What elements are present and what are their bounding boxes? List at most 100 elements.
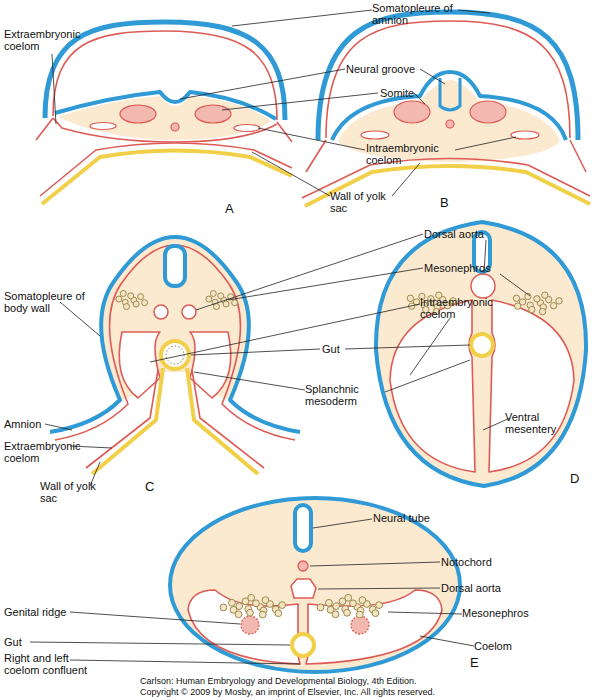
structure-label: Somatopleure of amnion — [372, 2, 462, 26]
panel-letter: E — [470, 656, 490, 670]
leader-line — [392, 163, 420, 196]
panel-letter: B — [440, 196, 460, 210]
mesonephros-cluster — [138, 294, 144, 300]
copyright-note: Copyright © 2009 by Mosby, an imprint of… — [140, 687, 590, 698]
structure-label: Mesonephros — [424, 262, 514, 274]
leader-line — [318, 588, 440, 589]
mesonephros-cluster — [116, 296, 122, 302]
panel-d-section — [471, 334, 493, 356]
panel-e-section — [298, 561, 308, 571]
mesonephros-cluster — [262, 597, 269, 604]
mesonephros-cluster — [359, 597, 366, 604]
leader-line — [500, 274, 530, 296]
mesonephros-cluster — [326, 599, 333, 606]
panel-e-section — [241, 616, 259, 634]
leader-line — [70, 660, 300, 664]
panel-c-section — [55, 245, 295, 440]
mesonephros-cluster — [344, 609, 351, 616]
leader-line — [30, 10, 530, 664]
structure-label: Somatopleure of body wall — [4, 290, 94, 314]
panel-c-section — [161, 341, 189, 369]
leader-line — [310, 562, 440, 566]
mesonephros-cluster — [253, 600, 260, 607]
mesonephros-cluster — [515, 303, 521, 309]
mesonephros-cluster — [229, 599, 236, 606]
leader-line — [150, 304, 420, 362]
mesonephros-cluster — [372, 610, 379, 617]
structure-label: Mesonephros — [462, 607, 552, 619]
mesonephros-cluster — [550, 303, 556, 309]
panel-letter: C — [145, 480, 165, 494]
leader-line — [232, 10, 372, 26]
structure-label: Ventral mesentery — [505, 411, 590, 435]
mesonephros-cluster — [142, 300, 148, 306]
structure-label: Wall of yolk sac — [40, 480, 110, 504]
structure-label: Splanchnic mesoderm — [305, 383, 390, 407]
mesonephros-cluster — [247, 609, 254, 616]
panel-e-section — [306, 590, 442, 664]
structure-label: Notochord — [441, 556, 531, 568]
structure-label: Intraembryonic coelom — [366, 142, 461, 166]
panel-letter: D — [570, 472, 590, 486]
mesonephros-cluster — [218, 293, 224, 299]
panel-a-section — [195, 105, 231, 123]
panel-b-section — [394, 101, 430, 123]
panel-e-section — [188, 590, 300, 664]
mesonephros-cluster — [116, 291, 562, 618]
leader-line — [52, 54, 56, 124]
mesonephros-cluster — [350, 600, 357, 607]
structure-label: Somite — [380, 87, 440, 99]
mesonephros-cluster — [376, 602, 383, 609]
panel-a-section — [36, 22, 292, 204]
leader-line — [455, 137, 516, 150]
panel-e-section — [292, 634, 314, 656]
leader-line — [196, 234, 423, 310]
mesonephros-cluster — [356, 611, 363, 618]
mesonephros-cluster — [124, 304, 130, 310]
mesonephros-cluster — [223, 301, 229, 307]
leader-line — [45, 424, 72, 430]
mesonephros-cluster — [279, 602, 286, 609]
panel-c-section — [92, 368, 163, 474]
mesonephros-cluster — [259, 611, 266, 618]
mesonephros-cluster — [317, 604, 324, 611]
leader-line — [420, 69, 445, 84]
leader-line — [180, 69, 345, 99]
structure-label: Intraembryonic coelom — [420, 296, 515, 320]
mesonephros-cluster — [232, 300, 238, 306]
panel-d-section — [390, 300, 475, 472]
panel-e-section — [291, 579, 316, 598]
panel-c-section — [190, 332, 231, 398]
structure-label: Dorsal aorta — [424, 228, 514, 240]
mesonephros-cluster — [407, 295, 413, 301]
leader-line — [313, 519, 372, 528]
panel-d-section — [471, 274, 495, 298]
mesonephros-cluster — [206, 296, 212, 302]
mesonephros-cluster — [542, 292, 548, 298]
mesonephros-cluster — [214, 304, 220, 310]
mesonephros-cluster — [235, 611, 242, 618]
leader-line — [194, 372, 305, 390]
panel-c-section — [119, 332, 160, 398]
mesonephros-cluster — [128, 293, 134, 299]
panel-e-section — [170, 498, 460, 672]
mesonephros-cluster — [210, 291, 216, 297]
copyright-note: Carlson: Human Embryology and Developmen… — [140, 676, 590, 687]
panel-b-section — [470, 101, 506, 123]
panel-b-section — [302, 12, 590, 206]
structure-label: Dorsal aorta — [441, 582, 531, 594]
panel-b-section — [446, 120, 454, 128]
mesonephros-cluster — [220, 604, 227, 611]
leader-line — [228, 268, 423, 300]
panel-letter: A — [225, 202, 245, 216]
mesonephros-cluster — [275, 610, 282, 617]
structure-label: Right and left coelom confluent — [4, 652, 99, 676]
panel-e-section — [170, 498, 460, 672]
leader-line — [385, 360, 470, 392]
leader-line — [458, 10, 490, 13]
leader-line — [191, 349, 320, 355]
leader-line — [252, 152, 330, 196]
panel-b-section — [306, 140, 326, 172]
structure-label: Coelom — [474, 640, 534, 652]
